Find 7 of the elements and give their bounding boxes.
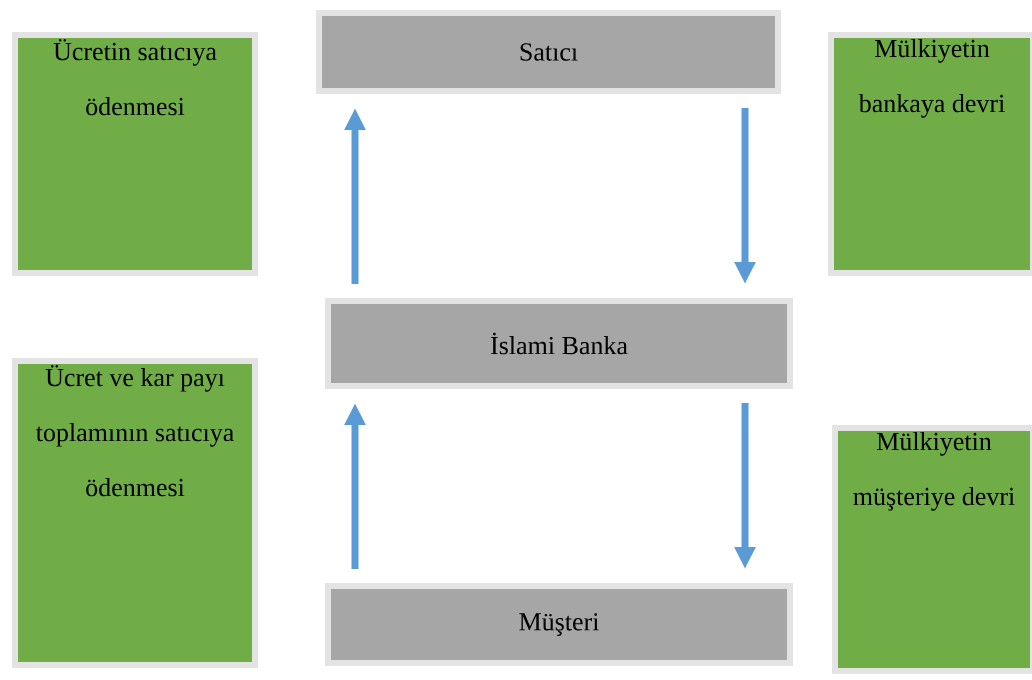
party-box: Satıcı (316, 10, 781, 94)
note-box: Ücret ve kar payı toplamının satıcıya ödenmesi (12, 358, 258, 668)
note-box: Ücretin satıcıya ödenmesi (12, 32, 258, 276)
note-box: Mülkiyetin müşteriye devri (832, 425, 1032, 674)
party-box: Müşteri (325, 583, 793, 666)
note-box: Mülkiyetin bankaya devri (828, 32, 1032, 276)
party-box: İslami Banka (325, 298, 793, 389)
